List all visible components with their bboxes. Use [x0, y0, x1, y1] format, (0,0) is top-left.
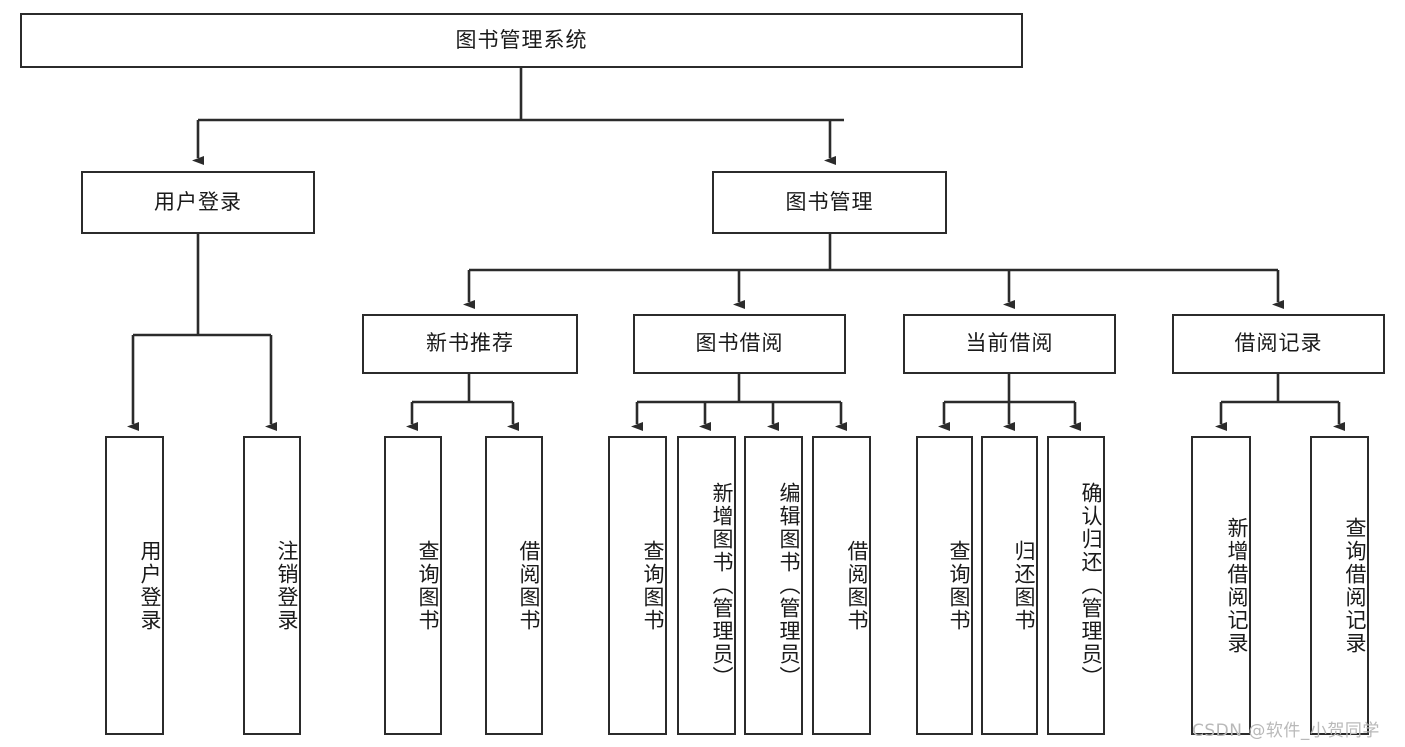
- node-label: 查询借阅记录: [1343, 516, 1367, 655]
- node-label: 借阅记录: [1234, 331, 1323, 356]
- node-leaf-query-book-1[interactable]: 查询图书: [384, 436, 442, 735]
- node-root-book-management-system[interactable]: 图书管理系统: [20, 13, 1023, 68]
- node-label: 借阅图书: [517, 539, 541, 632]
- node-label: 新增借阅记录: [1225, 516, 1249, 655]
- node-label: 新书推荐: [426, 331, 514, 356]
- node-label: 查询图书: [416, 539, 440, 632]
- node-leaf-query-book-2[interactable]: 查询图书: [608, 436, 667, 735]
- node-leaf-add-record[interactable]: 新增借阅记录: [1191, 436, 1251, 735]
- node-label: 借阅图书: [845, 539, 869, 632]
- node-book-management[interactable]: 图书管理: [712, 171, 947, 234]
- node-leaf-borrow-book-2[interactable]: 借阅图书: [812, 436, 871, 735]
- node-leaf-query-book-3[interactable]: 查询图书: [916, 436, 973, 735]
- node-leaf-confirm-return[interactable]: 确认归还（管理员）: [1047, 436, 1105, 735]
- node-label: 查询图书: [947, 539, 971, 632]
- node-leaf-logout-login[interactable]: 注销登录: [243, 436, 301, 735]
- node-label: 当前借阅: [965, 331, 1054, 356]
- node-label: 用户登录: [138, 539, 162, 632]
- node-label: 图书管理: [785, 189, 874, 214]
- csdn-watermark: CSDN @软件_小贺同学: [1192, 721, 1380, 741]
- node-leaf-edit-book[interactable]: 编辑图书（管理员）: [744, 436, 803, 735]
- node-label: 查询图书: [641, 539, 665, 632]
- node-user-login[interactable]: 用户登录: [81, 171, 315, 234]
- node-current-borrow[interactable]: 当前借阅: [903, 314, 1116, 374]
- node-leaf-return-book[interactable]: 归还图书: [981, 436, 1038, 735]
- node-book-borrow[interactable]: 图书借阅: [633, 314, 846, 374]
- node-borrow-record[interactable]: 借阅记录: [1172, 314, 1385, 374]
- node-leaf-user-login[interactable]: 用户登录: [105, 436, 164, 735]
- node-label: 用户登录: [154, 189, 242, 214]
- node-label: 图书借阅: [695, 331, 784, 356]
- node-leaf-query-record[interactable]: 查询借阅记录: [1310, 436, 1369, 735]
- node-leaf-add-book[interactable]: 新增图书（管理员）: [677, 436, 736, 735]
- node-label: 注销登录: [275, 539, 299, 632]
- node-label: 新增图书（管理员）: [710, 482, 734, 689]
- node-leaf-borrow-book-1[interactable]: 借阅图书: [485, 436, 543, 735]
- node-label: 归还图书: [1012, 539, 1036, 632]
- node-label: 图书管理系统: [455, 27, 588, 52]
- node-label: 编辑图书（管理员）: [777, 482, 801, 689]
- node-label: 确认归还（管理员）: [1079, 482, 1103, 689]
- node-new-book-recommend[interactable]: 新书推荐: [362, 314, 578, 374]
